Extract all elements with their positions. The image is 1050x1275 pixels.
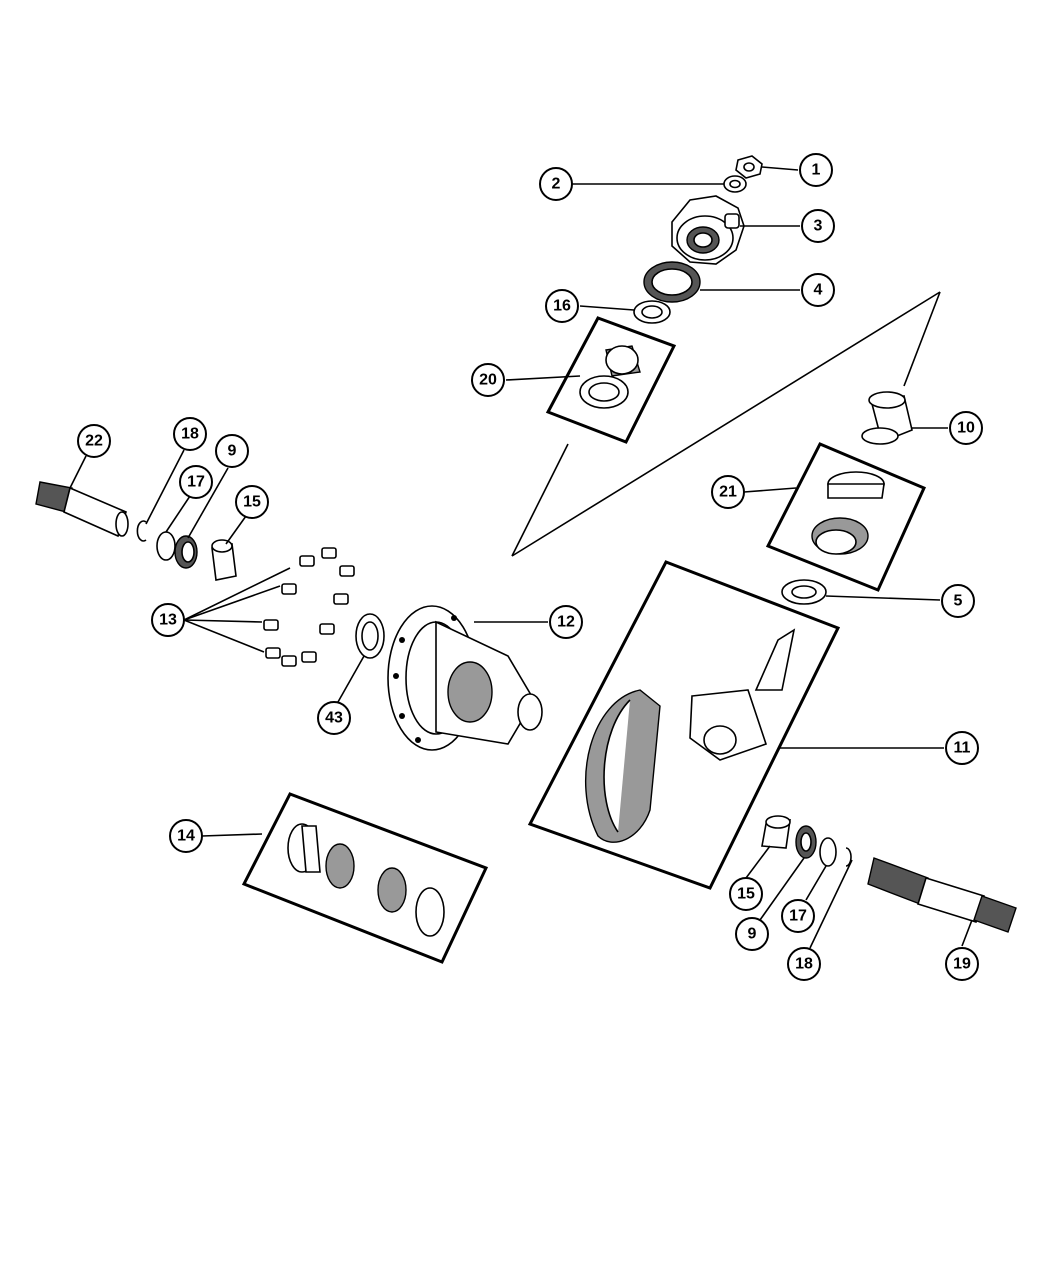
callout-5: 5	[941, 584, 975, 618]
svg-text:10: 10	[957, 420, 975, 437]
callout-13: 13	[151, 603, 185, 637]
callout-10: 10	[949, 411, 983, 445]
svg-text:9: 9	[228, 443, 237, 460]
callout-17-left: 17	[179, 465, 213, 499]
o-ring-right	[819, 837, 837, 867]
svg-text:20: 20	[479, 372, 497, 389]
washer-part	[723, 175, 747, 193]
svg-text:15: 15	[243, 494, 261, 511]
callout-15-right: 15	[729, 877, 763, 911]
ring-pinion-frame-11	[527, 560, 841, 890]
svg-text:11: 11	[954, 740, 971, 757]
seal-left	[174, 535, 198, 569]
svg-text:14: 14	[177, 828, 195, 845]
axle-shaft-right	[867, 857, 1017, 933]
yoke-part	[671, 195, 745, 265]
svg-text:18: 18	[795, 956, 813, 973]
svg-text:4: 4	[814, 282, 823, 299]
bushing-right	[761, 815, 791, 849]
bearing-kit-frame-20	[545, 316, 677, 444]
callout-22: 22	[77, 424, 111, 458]
svg-text:16: 16	[553, 298, 571, 315]
assembly-guide-lines	[511, 291, 941, 557]
svg-text:5: 5	[954, 593, 963, 610]
differential-case	[387, 605, 543, 751]
callout-21: 21	[711, 475, 745, 509]
leader-lines	[69, 166, 973, 949]
callout-3: 3	[801, 209, 835, 243]
callout-18-right: 18	[787, 947, 821, 981]
svg-text:13: 13	[159, 612, 177, 629]
o-ring-left	[156, 531, 176, 561]
svg-text:12: 12	[557, 614, 575, 631]
callout-43: 43	[317, 701, 351, 735]
svg-text:3: 3	[814, 218, 823, 235]
callout-2: 2	[539, 167, 573, 201]
callout-11: 11	[945, 731, 979, 765]
callout-12: 12	[549, 605, 583, 639]
seal-part	[643, 261, 701, 303]
svg-text:22: 22	[85, 433, 103, 450]
svg-text:19: 19	[953, 956, 971, 973]
svg-text:43: 43	[325, 710, 343, 727]
callout-1: 1	[799, 153, 833, 187]
bearing-kit-frame-21	[765, 442, 926, 592]
shim-part	[633, 300, 671, 324]
svg-text:18: 18	[181, 426, 199, 443]
svg-text:1: 1	[812, 162, 821, 179]
callout-20: 20	[471, 363, 505, 397]
callout-9-right: 9	[735, 917, 769, 951]
callout-17-right: 17	[781, 899, 815, 933]
nut-part	[735, 155, 763, 179]
callout-16: 16	[545, 289, 579, 323]
bearing-kit-frame-14	[241, 792, 489, 964]
seal-right	[795, 825, 817, 859]
svg-text:17: 17	[187, 474, 205, 491]
shim-43	[355, 613, 385, 659]
bolt-set-13	[263, 547, 355, 667]
callout-15-left: 15	[235, 485, 269, 519]
callout-14: 14	[169, 819, 203, 853]
svg-text:17: 17	[789, 908, 807, 925]
snap-ring-left	[136, 520, 147, 542]
sleeve-part	[861, 391, 913, 445]
svg-text:9: 9	[748, 926, 757, 943]
svg-text:15: 15	[737, 886, 755, 903]
svg-text:21: 21	[719, 484, 737, 501]
svg-text:2: 2	[552, 176, 561, 193]
bushing-left	[211, 539, 237, 581]
axle-shaft-left	[35, 481, 129, 538]
callout-18-left: 18	[173, 417, 207, 451]
callout-9-left: 9	[215, 434, 249, 468]
shim-part-5	[781, 579, 827, 605]
callout-4: 4	[801, 273, 835, 307]
callout-19: 19	[945, 947, 979, 981]
snap-ring-right	[845, 847, 852, 867]
